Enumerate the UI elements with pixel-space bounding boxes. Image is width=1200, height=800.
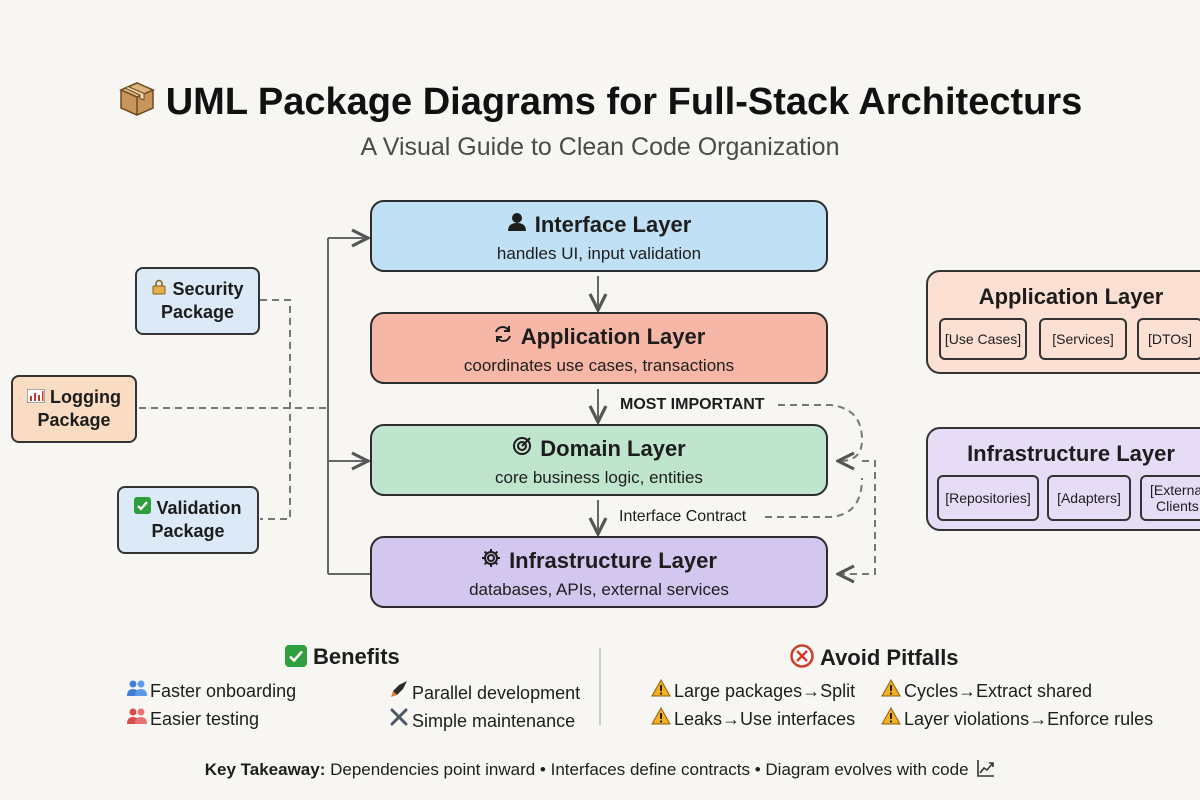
benefit-item: Easier testing <box>124 707 259 730</box>
refresh-icon <box>493 324 513 350</box>
benefit-item: Parallel development <box>386 679 580 704</box>
domain-layer-desc: core business logic, entities <box>495 468 703 487</box>
external-clients-chip: [Externa Clients <box>1140 475 1200 521</box>
benefit-item: Simple maintenance <box>386 707 575 732</box>
logging-package-line1: Logging <box>50 387 121 407</box>
pitfall-item: Cycles→Extract shared <box>878 678 1093 702</box>
page-subtitle: A Visual Guide to Clean Code Organizatio… <box>360 133 840 161</box>
security-package-line2: Package <box>160 302 235 322</box>
lock-icon <box>151 279 172 299</box>
key-takeaway: Key Takeaway: Dependencies point inward … <box>0 759 1200 782</box>
gear-icon <box>481 548 501 574</box>
validation-package: Validation Package <box>117 486 259 554</box>
pitfall-text: Leaks→Use interfaces <box>674 709 856 729</box>
pitfall-item: Layer violations→Enforce rules <box>878 706 1154 730</box>
infrastructure-layer: Infrastructure Layer databases, APIs, ex… <box>370 536 828 608</box>
interface-layer-title: Interface Layer <box>534 212 692 237</box>
services-chip: [Services] <box>1039 318 1127 360</box>
infrastructure-layer-title: Infrastructure Layer <box>509 548 717 573</box>
benefit-item: Faster onboarding <box>124 679 296 702</box>
warning-icon <box>648 706 674 730</box>
check-icon <box>285 645 307 673</box>
validation-package-line1: Validation <box>156 498 242 518</box>
title-text: UML Package Diagrams for Full-Stack Arch… <box>165 81 1083 123</box>
pitfall-item: Large packages→Split <box>648 678 856 702</box>
takeaway-label: Key Takeaway: <box>204 760 326 779</box>
security-package: Security Package <box>135 267 260 335</box>
benefit-text: Parallel development <box>412 683 581 703</box>
domain-layer-title: Domain Layer <box>540 436 686 461</box>
no-entry-icon <box>790 644 814 674</box>
security-package-line1: Security <box>172 279 244 299</box>
bar-chart-icon <box>26 387 50 407</box>
interface-layer-desc: handles UI, input validation <box>496 244 702 263</box>
tools-icon <box>386 707 412 732</box>
warning-icon <box>878 678 904 702</box>
takeaway-text: Dependencies point inward • Interfaces d… <box>330 760 969 779</box>
benefit-text: Simple maintenance <box>412 711 576 731</box>
package-box-icon <box>118 80 156 128</box>
infrastructure-layer-panel: Infrastructure Layer [Repositories] [Ada… <box>926 427 1200 531</box>
adapters-chip: [Adapters] <box>1047 475 1131 521</box>
people-icon <box>124 679 150 702</box>
trend-chart-icon <box>977 759 995 782</box>
warning-icon <box>648 678 674 702</box>
benefits-heading-text: Benefits <box>313 644 400 669</box>
use-cases-chip: [Use Cases] <box>939 318 1027 360</box>
pitfall-text: Cycles→Extract shared <box>904 681 1093 701</box>
people-red-icon <box>124 707 150 730</box>
most-important-label: MOST IMPORTANT <box>620 396 765 413</box>
check-icon <box>134 497 156 518</box>
application-layer: Application Layer coordinates use cases,… <box>370 312 828 384</box>
external-chip-line2: Clients <box>1156 498 1199 514</box>
application-panel-title: Application Layer <box>978 284 1164 309</box>
target-icon <box>512 436 532 462</box>
domain-layer: Domain Layer core business logic, entiti… <box>370 424 828 496</box>
page-title: UML Package Diagrams for Full-Stack Arch… <box>0 80 1200 128</box>
user-icon <box>507 212 527 238</box>
validation-package-line2: Package <box>151 521 225 541</box>
pitfall-text: Large packages→Split <box>674 681 856 701</box>
dtos-chip: [DTOs] <box>1137 318 1200 360</box>
application-layer-panel: Application Layer [Use Cases] [Services]… <box>926 270 1200 374</box>
infrastructure-layer-desc: databases, APIs, external services <box>469 580 729 599</box>
application-layer-title: Application Layer <box>520 324 706 349</box>
pitfalls-heading-text: Avoid Pitfalls <box>820 645 959 670</box>
warning-icon <box>878 706 904 730</box>
repositories-chip: [Repositories] <box>937 475 1039 521</box>
benefit-text: Easier testing <box>150 709 260 729</box>
benefit-text: Faster onboarding <box>150 681 297 701</box>
application-layer-desc: coordinates use cases, transactions <box>463 356 735 375</box>
benefits-heading: Benefits <box>285 644 400 673</box>
pitfall-item: Leaks→Use interfaces <box>648 706 856 730</box>
interface-layer: Interface Layer handles UI, input valida… <box>370 200 828 272</box>
infrastructure-panel-title: Infrastructure Layer <box>967 441 1175 466</box>
logging-package-line2: Package <box>37 410 111 430</box>
pitfall-text: Layer violations→Enforce rules <box>904 709 1154 729</box>
rocket-icon <box>386 679 412 704</box>
external-chip-line1: [Externa <box>1150 482 1200 498</box>
logging-package: Logging Package <box>11 375 137 443</box>
pitfalls-heading: Avoid Pitfalls <box>790 644 959 674</box>
interface-contract-label: Interface Contract <box>619 508 747 525</box>
